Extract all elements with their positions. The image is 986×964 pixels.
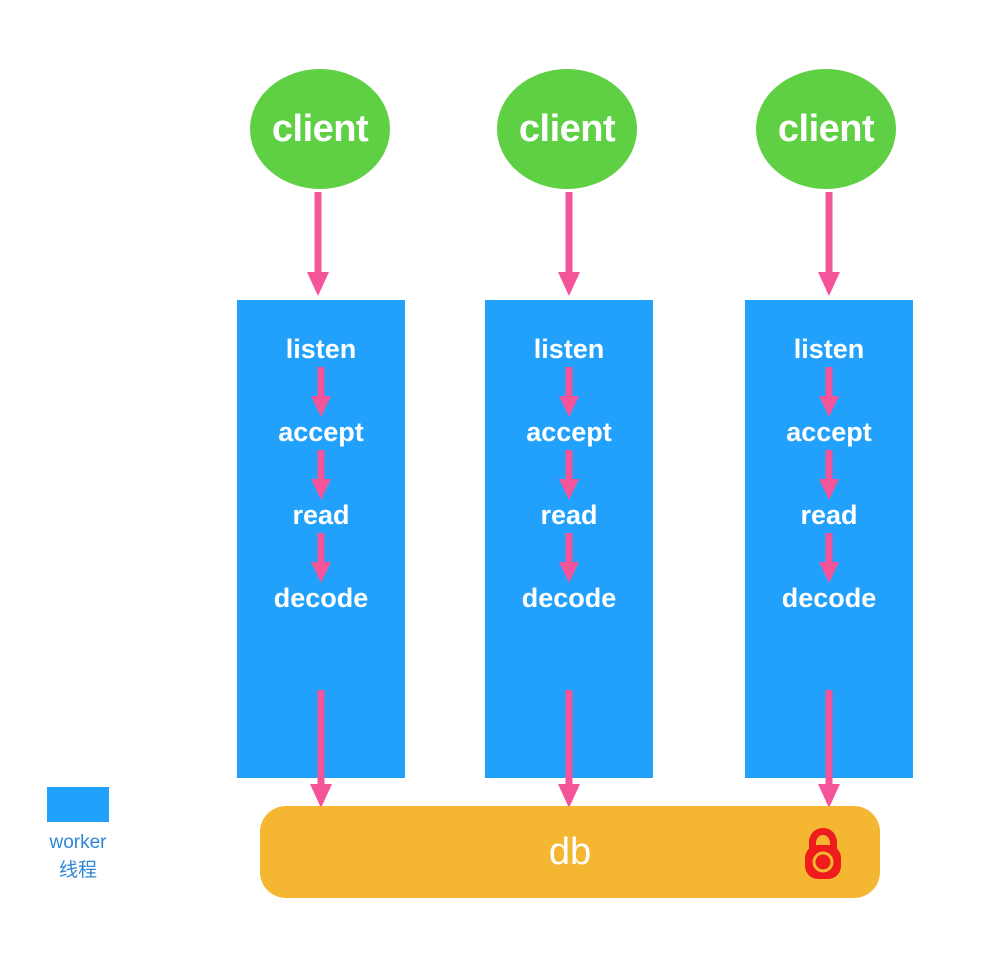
- worker-step-decode: decode: [781, 583, 877, 613]
- arrow-accept-to-read: [819, 450, 839, 500]
- worker-step-stack: listen accept read decode: [485, 336, 653, 612]
- db-node[interactable]: db: [260, 806, 880, 898]
- arrow-listen-to-accept: [819, 367, 839, 417]
- arrow-listen-to-accept: [559, 367, 579, 417]
- legend-label-thread-cn: 线程: [58, 859, 97, 881]
- arrow-accept-to-read: [559, 450, 579, 500]
- arrow-accept-to-read: [311, 450, 331, 500]
- worker-column-3[interactable]: listen accept read decode: [745, 300, 913, 778]
- lock-icon: [805, 828, 841, 879]
- arrow-client-3-to-worker-3: [818, 192, 840, 296]
- worker-step-listen: listen: [793, 334, 865, 364]
- worker-column-1[interactable]: listen accept read decode: [237, 300, 405, 778]
- worker-step-decode: decode: [521, 583, 617, 613]
- client-node-2[interactable]: client: [497, 69, 637, 189]
- worker-step-listen: listen: [533, 334, 605, 364]
- arrow-read-to-decode: [819, 533, 839, 583]
- worker-step-accept: accept: [526, 417, 612, 447]
- client-node-1[interactable]: client: [250, 69, 390, 189]
- worker-step-listen: listen: [285, 334, 357, 364]
- worker-step-read: read: [292, 500, 350, 530]
- arrow-worker-2-to-db: [558, 690, 580, 808]
- worker-step-stack: listen accept read decode: [745, 336, 913, 612]
- arrow-client-1-to-worker-1: [307, 192, 329, 296]
- legend: worker 线程: [30, 787, 126, 884]
- arrow-read-to-decode: [311, 533, 331, 583]
- legend-label-worker: worker: [49, 832, 107, 853]
- arrow-client-2-to-worker-2: [558, 192, 580, 296]
- arrow-worker-3-to-db: [818, 690, 840, 808]
- arrow-listen-to-accept: [311, 367, 331, 417]
- worker-step-read: read: [540, 500, 598, 530]
- client-label: client: [518, 108, 616, 150]
- client-label: client: [271, 108, 369, 150]
- worker-step-stack: listen accept read decode: [237, 336, 405, 612]
- worker-step-accept: accept: [786, 417, 872, 447]
- client-label: client: [777, 108, 875, 150]
- worker-step-decode: decode: [273, 583, 369, 613]
- worker-step-read: read: [800, 500, 858, 530]
- arrow-read-to-decode: [559, 533, 579, 583]
- worker-step-accept: accept: [278, 417, 364, 447]
- client-node-3[interactable]: client: [756, 69, 896, 189]
- db-label: db: [548, 831, 592, 873]
- arrow-worker-1-to-db: [310, 690, 332, 808]
- legend-swatch-worker: [47, 787, 109, 822]
